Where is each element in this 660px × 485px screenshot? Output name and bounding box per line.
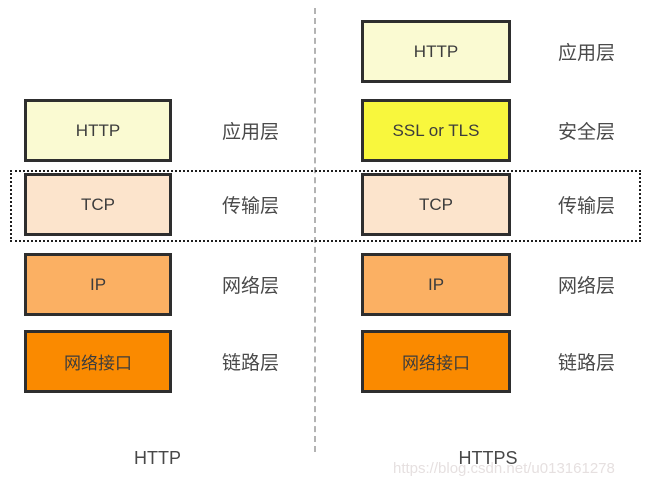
stack-title-http: HTTP xyxy=(134,448,181,468)
csdn-watermark: https://blog.csdn.net/u013161278 xyxy=(393,460,615,477)
box-ip-left: IP xyxy=(24,253,172,316)
layer-label-link-right: 链路层 xyxy=(558,353,616,374)
box-ssl-tls-right: SSL or TLS xyxy=(361,99,511,162)
box-tcp-left: TCP xyxy=(24,173,172,236)
layer-label-transport-right: 传输层 xyxy=(558,196,616,217)
transport-layer-highlight-box xyxy=(10,170,641,242)
layer-label-application-right: 应用层 xyxy=(558,43,616,64)
row-ssl-security-right: SSL or TLS 安全层 xyxy=(361,99,615,162)
column-divider-dashed-line xyxy=(314,8,316,452)
row-http-application-right: HTTP 应用层 xyxy=(361,20,615,83)
box-tcp-right: TCP xyxy=(361,173,511,236)
layer-label-security-right: 安全层 xyxy=(558,122,616,143)
row-ip-network-right: IP 网络层 xyxy=(361,253,615,316)
layer-label-transport-left: 传输层 xyxy=(222,196,280,217)
box-network-interface-left: 网络接口 xyxy=(24,330,172,393)
stack-title-https: HTTPS xyxy=(458,448,518,468)
layer-label-link-left: 链路层 xyxy=(222,353,280,374)
layer-label-network-right: 网络层 xyxy=(558,276,616,297)
row-http-application-left: HTTP 应用层 xyxy=(24,99,279,162)
row-tcp-transport-left: TCP 传输层 xyxy=(24,173,279,236)
layer-label-network-left: 网络层 xyxy=(222,276,280,297)
row-tcp-transport-right: TCP 传输层 xyxy=(361,173,615,236)
row-ip-network-left: IP 网络层 xyxy=(24,253,279,316)
row-interface-link-right: 网络接口 链路层 xyxy=(361,330,615,393)
layer-label-application-left: 应用层 xyxy=(222,122,280,143)
box-ip-right: IP xyxy=(361,253,511,316)
box-http-right: HTTP xyxy=(361,20,511,83)
box-http-left: HTTP xyxy=(24,99,172,162)
box-network-interface-right: 网络接口 xyxy=(361,330,511,393)
row-interface-link-left: 网络接口 链路层 xyxy=(24,330,279,393)
